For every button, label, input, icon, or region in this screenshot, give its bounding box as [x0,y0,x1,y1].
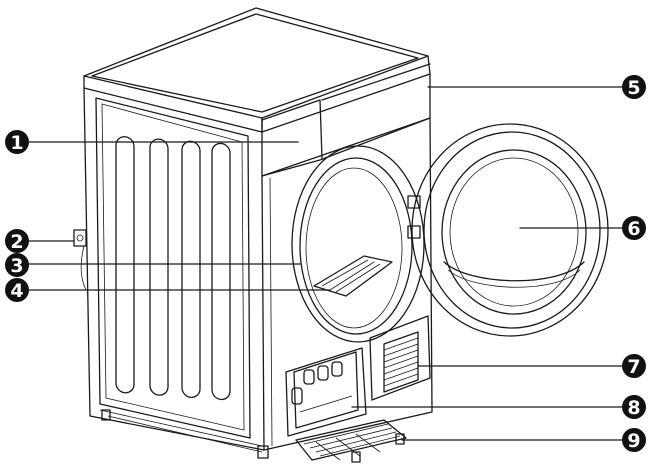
callout-9: 9 [622,428,646,452]
callout-number: 6 [627,218,640,240]
leader-lines [27,86,623,441]
callout-number: 9 [627,430,640,452]
callout-3: 3 [5,253,29,277]
nameplate [73,229,87,291]
callout-1: 1 [5,130,29,154]
feet [101,409,405,463]
callout-8: 8 [622,395,646,419]
control-panel [261,63,431,177]
callout-6: 6 [622,216,646,240]
open-door [407,123,609,337]
callout-number: 4 [10,280,23,302]
callout-4: 4 [5,278,29,302]
callout-number: 7 [627,356,640,378]
filter [313,255,393,297]
top-panel [83,7,431,133]
callout-number: 3 [10,255,23,277]
callout-7: 7 [622,354,646,378]
callout-number: 8 [627,397,640,419]
callout-number: 2 [10,231,23,253]
callout-number: 5 [627,77,640,99]
callout-5: 5 [622,75,646,99]
door-opening [291,145,425,343]
callout-2: 2 [5,229,29,253]
condenser-cover [295,419,407,461]
condenser [285,347,367,437]
callout-number: 1 [10,132,23,154]
vent-grille [369,315,431,401]
